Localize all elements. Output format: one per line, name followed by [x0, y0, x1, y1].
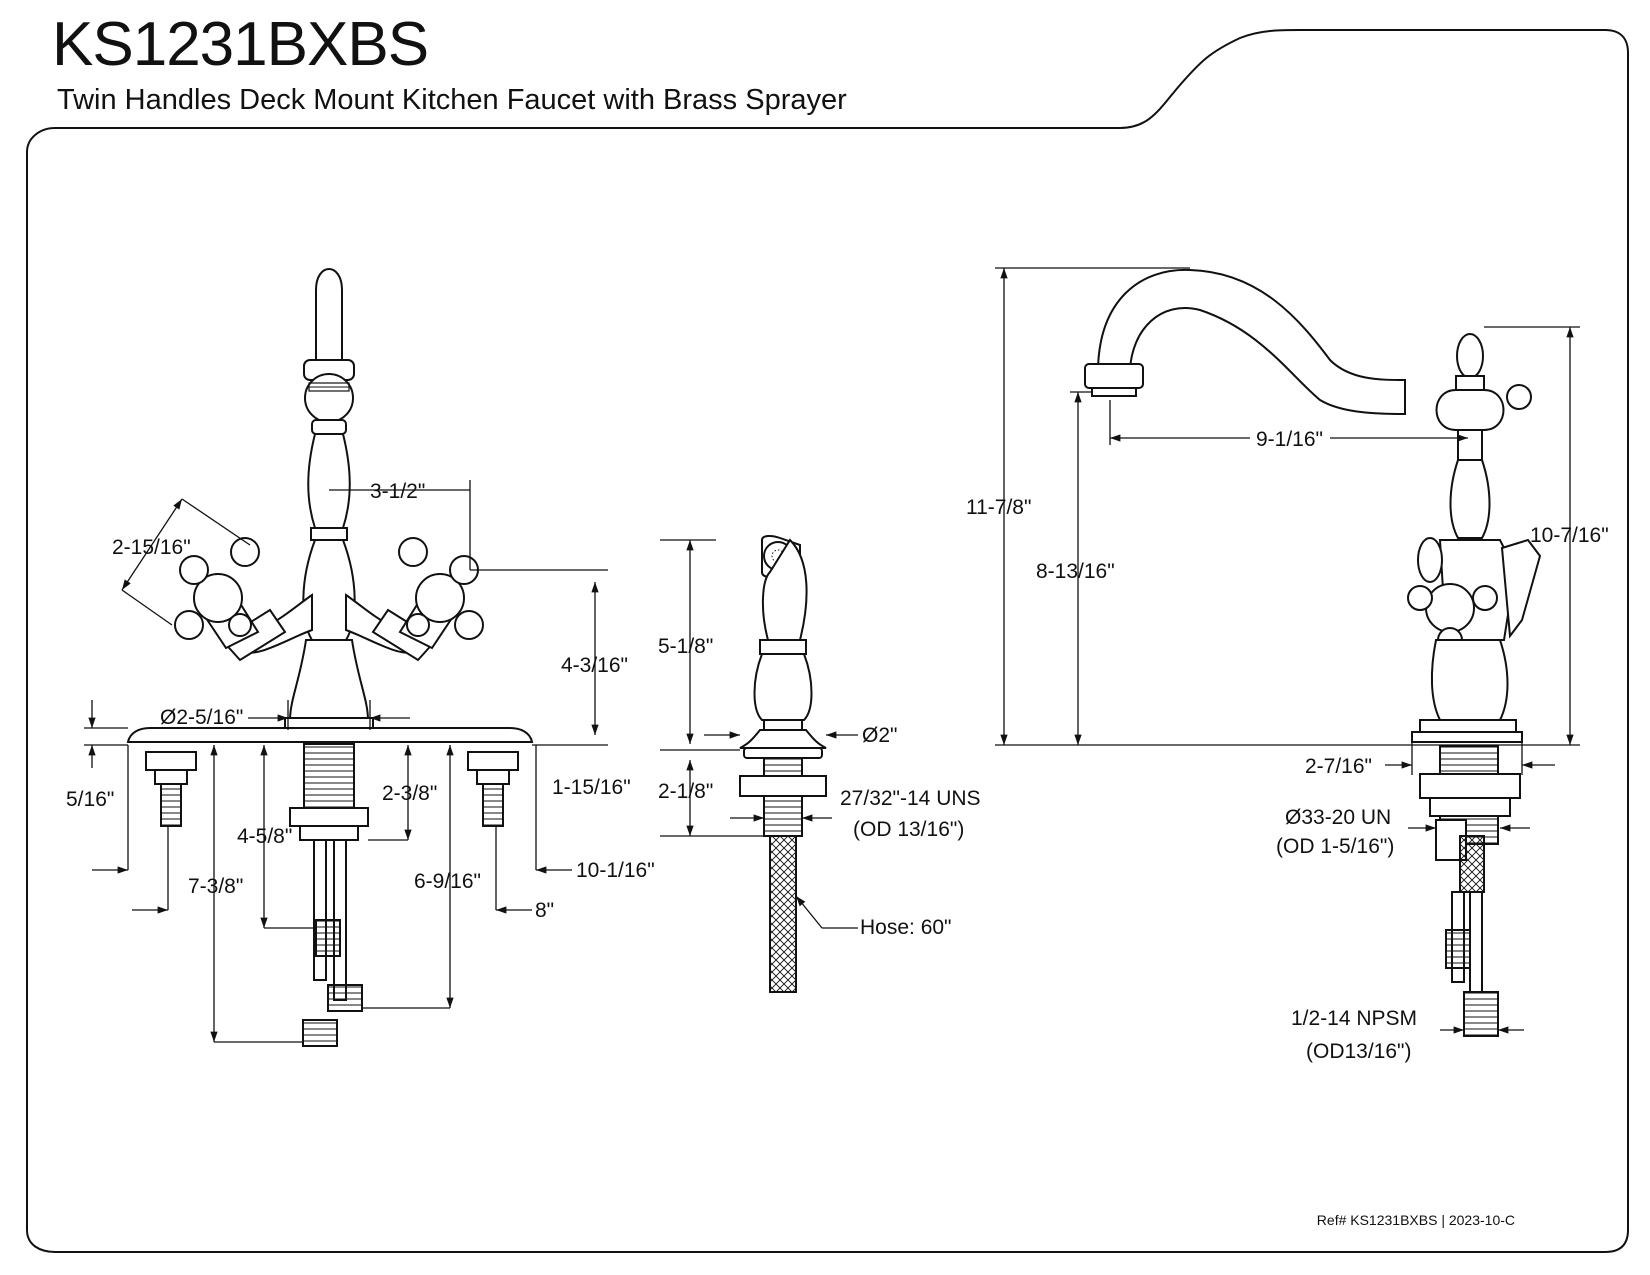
dim-shank-outer: 1-15/16" — [552, 776, 631, 799]
sheet-frame — [26, 29, 1629, 1253]
dim-supply-len: 7-3/8" — [188, 875, 243, 898]
dim-sprayer-base: Ø2" — [862, 724, 897, 747]
dim-handle-spread: 3-1/2" — [370, 480, 425, 503]
dim-sprayer-thread: 27/32"-14 UNS — [840, 787, 981, 810]
sprayer-view: 5-1/8" Ø2" 2-1/8" 27/32"-14 UNS (OD 13/1… — [658, 534, 981, 993]
product-subtitle: Twin Handles Deck Mount Kitchen Faucet w… — [57, 84, 847, 116]
dim-shank-upper: 2-3/8" — [382, 782, 437, 805]
reference-number: Ref# KS1231BXBS | 2023-10-C — [1316, 1212, 1515, 1228]
dim-side-thread: Ø33-20 UN — [1285, 806, 1391, 829]
dim-sprayer-hose: Hose: 60" — [860, 916, 952, 939]
side-view: 9-1/16" 11-7/8" 8-13/16" 10-7/16" 2-7/16… — [966, 267, 1609, 1063]
dim-sprayer-thread-od: (OD 13/16") — [853, 818, 964, 841]
dim-base-dia: 2-7/16" — [1305, 755, 1372, 778]
dim-supply-od: (OD13/16") — [1306, 1040, 1412, 1063]
dim-handle-height: 10-7/16" — [1530, 524, 1609, 547]
dim-shank-len: 4-5/8" — [237, 825, 292, 848]
dim-sprayer-height: 5-1/8" — [658, 635, 713, 658]
dim-plate-width: 10-1/16" — [576, 859, 655, 882]
front-view: 3-1/2" 2-15/16" 4-3/16" Ø2-5/16" 5/16" 2… — [66, 268, 655, 1047]
dim-spout-clearance: 8-13/16" — [1036, 560, 1115, 583]
model-number: KS1231BXBS — [52, 10, 429, 79]
dim-side-thread-od: (OD 1-5/16") — [1276, 835, 1394, 858]
dim-base-dia: Ø2-5/16" — [160, 706, 243, 729]
dim-handle-center: 8" — [535, 899, 554, 922]
dim-supply-thread: 1/2-14 NPSM — [1291, 1007, 1417, 1030]
dim-handle-diag: 2-15/16" — [112, 536, 191, 559]
dim-overall-height: 11-7/8" — [966, 496, 1031, 519]
dim-sprayer-shank: 2-1/8" — [658, 780, 713, 803]
dim-handle-height: 4-3/16" — [561, 654, 628, 677]
dim-reach: 9-1/16" — [1256, 428, 1323, 451]
dim-supply-len2: 6-9/16" — [414, 870, 481, 893]
dim-deck-thickness: 5/16" — [66, 788, 114, 811]
